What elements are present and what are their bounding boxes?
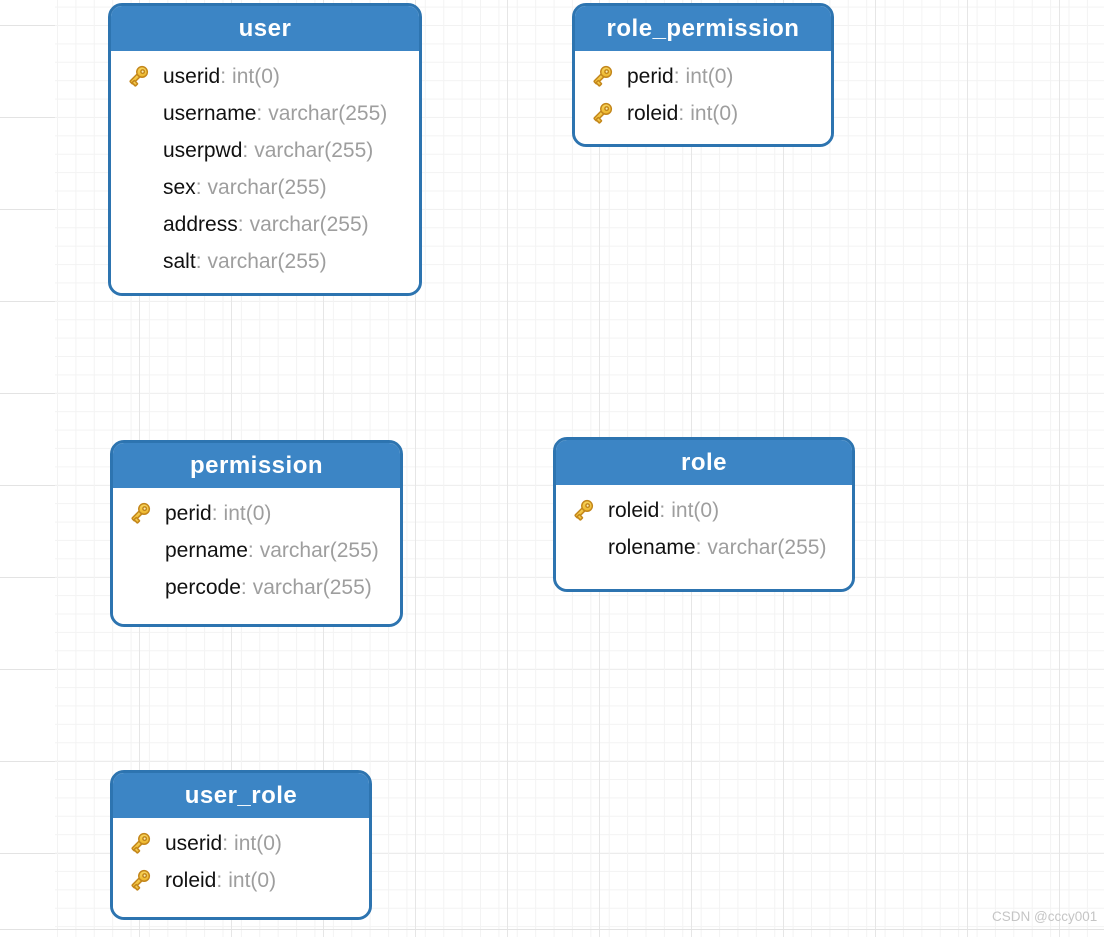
field-separator: :: [242, 138, 249, 162]
field-name: userid: [165, 831, 223, 855]
table-row[interactable]: rolename:varchar(255): [556, 529, 852, 566]
field-separator: :: [659, 498, 666, 522]
primary-key-icon: [126, 830, 153, 857]
field-name: userid: [163, 64, 221, 88]
field-separator: :: [211, 501, 218, 525]
field-type: varchar(255): [707, 535, 827, 559]
field-name: address: [163, 212, 238, 236]
primary-key-icon: [124, 63, 151, 90]
key-cell: [556, 497, 608, 524]
field-name: username: [163, 101, 257, 125]
field-type: varchar(255): [249, 212, 369, 236]
table-row[interactable]: salt:varchar(255): [111, 243, 419, 280]
table-row[interactable]: roleid:int(0): [575, 95, 831, 132]
field-type: varchar(255): [259, 538, 379, 562]
key-cell: [111, 63, 163, 90]
field-separator: :: [695, 535, 702, 559]
field-separator: :: [256, 101, 263, 125]
table-role[interactable]: role roleid:int(0) rolename:varchar(255): [553, 437, 855, 592]
key-cell: [113, 500, 165, 527]
table-body: perid:int(0) pername:varchar(255) percod…: [113, 491, 400, 624]
table-body: roleid:int(0) rolename:varchar(255): [556, 488, 852, 589]
table-row[interactable]: userpwd:varchar(255): [111, 132, 419, 169]
field-type: int(0): [690, 101, 739, 125]
field-type: varchar(255): [207, 175, 327, 199]
table-row[interactable]: userid:int(0): [113, 825, 369, 862]
field-type: int(0): [228, 868, 277, 892]
field-separator: :: [195, 175, 202, 199]
field-name: perid: [165, 501, 212, 525]
primary-key-icon: [126, 500, 153, 527]
field-separator: :: [216, 868, 223, 892]
table-header[interactable]: user: [111, 6, 419, 54]
primary-key-icon: [588, 63, 615, 90]
key-cell: [575, 63, 627, 90]
table-row[interactable]: address:varchar(255): [111, 206, 419, 243]
table-row[interactable]: roleid:int(0): [113, 862, 369, 899]
field-separator: :: [220, 64, 227, 88]
field-separator: :: [678, 101, 685, 125]
key-cell: [113, 830, 165, 857]
table-row[interactable]: perid:int(0): [575, 58, 831, 95]
table-row[interactable]: userid:int(0): [111, 58, 419, 95]
field-name: userpwd: [163, 138, 243, 162]
field-name: perid: [627, 64, 674, 88]
table-body: userid:int(0) username:varchar(255) user…: [111, 54, 419, 293]
key-cell: [113, 867, 165, 894]
field-type: int(0): [223, 501, 272, 525]
field-type: varchar(255): [252, 575, 372, 599]
table-row[interactable]: roleid:int(0): [556, 492, 852, 529]
field-separator: :: [237, 212, 244, 236]
primary-key-icon: [126, 867, 153, 894]
table-user-role[interactable]: user_role userid:int(0) roleid:int(0): [110, 770, 372, 920]
field-type: int(0): [671, 498, 720, 522]
field-separator: :: [247, 538, 254, 562]
field-type: varchar(255): [254, 138, 374, 162]
field-name: roleid: [627, 101, 679, 125]
field-name: percode: [165, 575, 241, 599]
primary-key-icon: [588, 100, 615, 127]
table-row[interactable]: pername:varchar(255): [113, 532, 400, 569]
field-separator: :: [673, 64, 680, 88]
field-type: int(0): [234, 831, 282, 855]
field-name: pername: [165, 538, 248, 562]
field-type: int(0): [685, 64, 734, 88]
table-row[interactable]: percode:varchar(255): [113, 569, 400, 606]
field-name: roleid: [165, 868, 217, 892]
table-row[interactable]: perid:int(0): [113, 495, 400, 532]
table-header[interactable]: role: [556, 440, 852, 488]
key-cell: [575, 100, 627, 127]
field-type: varchar(255): [207, 249, 327, 273]
table-row[interactable]: sex:varchar(255): [111, 169, 419, 206]
table-permission[interactable]: permission perid:int(0) pername:varchar(…: [110, 440, 403, 627]
field-separator: :: [240, 575, 247, 599]
table-body: userid:int(0) roleid:int(0): [113, 821, 369, 917]
field-name: rolename: [608, 535, 696, 559]
table-row[interactable]: username:varchar(255): [111, 95, 419, 132]
field-name: sex: [163, 175, 196, 199]
field-type: int(0): [232, 64, 280, 88]
field-name: roleid: [608, 498, 660, 522]
table-user[interactable]: user userid:int(0) username:varchar(255)…: [108, 3, 422, 296]
field-separator: :: [222, 831, 229, 855]
table-body: perid:int(0) roleid:int(0): [575, 54, 831, 144]
table-role-permission[interactable]: role_permission perid:int(0) roleid:int(…: [572, 3, 834, 147]
field-name: salt: [163, 249, 196, 273]
grid-edge-line: [0, 929, 1104, 930]
table-header[interactable]: user_role: [113, 773, 369, 821]
field-separator: :: [195, 249, 202, 273]
field-type: varchar(255): [268, 101, 388, 125]
primary-key-icon: [569, 497, 596, 524]
csdn-watermark: CSDN @cccy001: [992, 909, 1098, 924]
table-header[interactable]: permission: [113, 443, 400, 491]
table-header[interactable]: role_permission: [575, 6, 831, 54]
